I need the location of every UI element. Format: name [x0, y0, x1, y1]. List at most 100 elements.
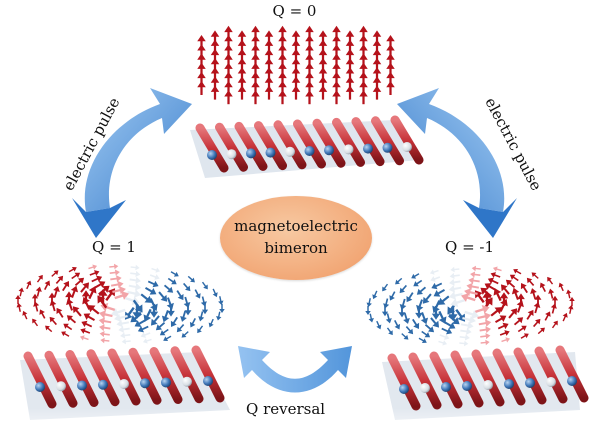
spin-arrow-icon	[430, 317, 440, 328]
spin-arrow-icon	[366, 298, 372, 308]
spin-arrow-icon	[81, 320, 93, 328]
spin-arrow-icon	[513, 268, 522, 275]
spin-arrow-icon	[526, 309, 534, 320]
spin-arrow-icon	[548, 288, 555, 299]
spin-arrow-icon	[98, 285, 110, 296]
lattice-rod	[86, 349, 120, 407]
spin-arrow-icon	[439, 334, 450, 340]
lattice-rod	[65, 350, 99, 407]
lattice-atom	[420, 383, 430, 393]
spin-arrow-icon	[533, 302, 541, 314]
spin-arrow-icon	[65, 291, 73, 304]
spin-arrow-icon	[183, 282, 191, 292]
spin-arrow-icon	[386, 327, 393, 336]
spin-arrow-icon	[201, 281, 208, 290]
spin-arrow-icon	[183, 296, 191, 308]
lattice-atom	[402, 142, 412, 152]
spin-arrow-icon	[15, 295, 21, 304]
spin-arrow-icon	[438, 310, 447, 324]
spin-arrow-icon	[413, 279, 423, 287]
spin-arrow-icon	[93, 281, 106, 289]
spin-arrow-icon	[550, 303, 557, 314]
spin-arrow-icon	[345, 85, 355, 100]
spin-arrow-icon	[124, 306, 135, 320]
lattice-rod	[450, 350, 484, 408]
spin-arrow-icon	[80, 282, 90, 293]
spin-arrow-icon	[114, 291, 130, 300]
lattice-rod	[44, 350, 78, 408]
lattice-rod	[555, 345, 589, 403]
spin-arrow-icon	[264, 85, 274, 100]
spin-arrow-icon	[74, 277, 85, 286]
lattice-rod	[191, 345, 225, 403]
lattice-rod	[195, 123, 229, 173]
lattice-rod	[332, 117, 365, 167]
spin-arrow-icon	[35, 286, 42, 297]
spin-arrow-icon	[394, 320, 401, 330]
spin-arrow-icon	[129, 276, 141, 284]
spin-arrow-icon	[520, 283, 528, 294]
label-q-reversal: Q reversal	[246, 400, 326, 418]
spin-arrow-icon	[505, 279, 516, 288]
spin-arrow-icon	[468, 277, 480, 284]
spin-arrow-icon	[448, 291, 463, 300]
spin-arrow-icon	[110, 280, 124, 289]
spin-arrow-icon	[530, 288, 537, 300]
spin-arrow-icon	[478, 319, 492, 327]
lattice-left	[20, 345, 230, 420]
spin-arrow-icon	[500, 284, 510, 295]
spin-arrow-icon	[44, 280, 51, 290]
spin-arrow-icon	[197, 325, 204, 334]
spin-arrow-icon	[97, 295, 108, 309]
lattice-atom	[462, 381, 472, 391]
spin-arrow-icon	[479, 326, 491, 334]
spin-arrow-icon	[161, 310, 170, 323]
lattice-atom	[182, 376, 192, 387]
spin-arrow-icon	[497, 322, 509, 330]
spin-arrow-icon	[405, 326, 414, 335]
lattice-top	[190, 115, 424, 178]
spin-arrow-icon	[430, 276, 441, 282]
spin-arrow-icon	[142, 338, 152, 344]
lattice-rod	[149, 347, 183, 404]
spin-arrow-icon	[376, 320, 382, 330]
spin-arrow-icon	[127, 289, 142, 298]
spin-arrow-icon	[531, 272, 539, 279]
curved-arrow-icon-right	[397, 88, 517, 238]
spin-arrow-icon	[443, 321, 456, 329]
spin-arrow-icon	[291, 85, 301, 100]
lattice-atom	[140, 378, 150, 389]
spin-arrow-icon	[251, 90, 260, 105]
spin-arrow-icon	[459, 340, 469, 347]
spin-arrow-icon	[459, 334, 470, 341]
spin-arrow-icon	[389, 291, 396, 301]
lattice-atom	[119, 379, 129, 389]
lattice-rod	[387, 353, 421, 411]
spin-field-left	[15, 263, 225, 345]
spin-arrow-icon	[480, 333, 491, 340]
spin-arrow-icon	[114, 313, 128, 322]
spin-arrow-icon	[166, 297, 174, 310]
spin-arrow-icon	[480, 339, 490, 346]
lattice-atom	[226, 149, 237, 160]
curved-arrow-icon-left	[72, 88, 192, 238]
spin-arrow-icon	[499, 330, 510, 336]
spin-arrow-icon	[450, 266, 460, 273]
spin-arrow-icon	[399, 284, 407, 294]
spin-arrow-icon	[509, 274, 519, 282]
spin-arrow-icon	[401, 333, 409, 340]
spin-arrow-icon	[544, 311, 551, 321]
lattice-rod	[23, 351, 57, 409]
lattice-atom	[161, 377, 171, 388]
spin-arrow-icon	[513, 317, 524, 326]
spin-arrow-icon	[460, 328, 472, 335]
spin-arrow-icon	[562, 312, 568, 322]
spin-arrow-icon	[511, 287, 520, 300]
spin-arrow-icon	[569, 297, 575, 306]
spin-arrow-icon	[422, 293, 432, 304]
spin-arrow-icon	[403, 312, 410, 324]
spin-arrow-icon	[100, 303, 116, 312]
spin-arrow-icon	[22, 310, 28, 320]
spin-arrow-icon	[449, 272, 460, 279]
